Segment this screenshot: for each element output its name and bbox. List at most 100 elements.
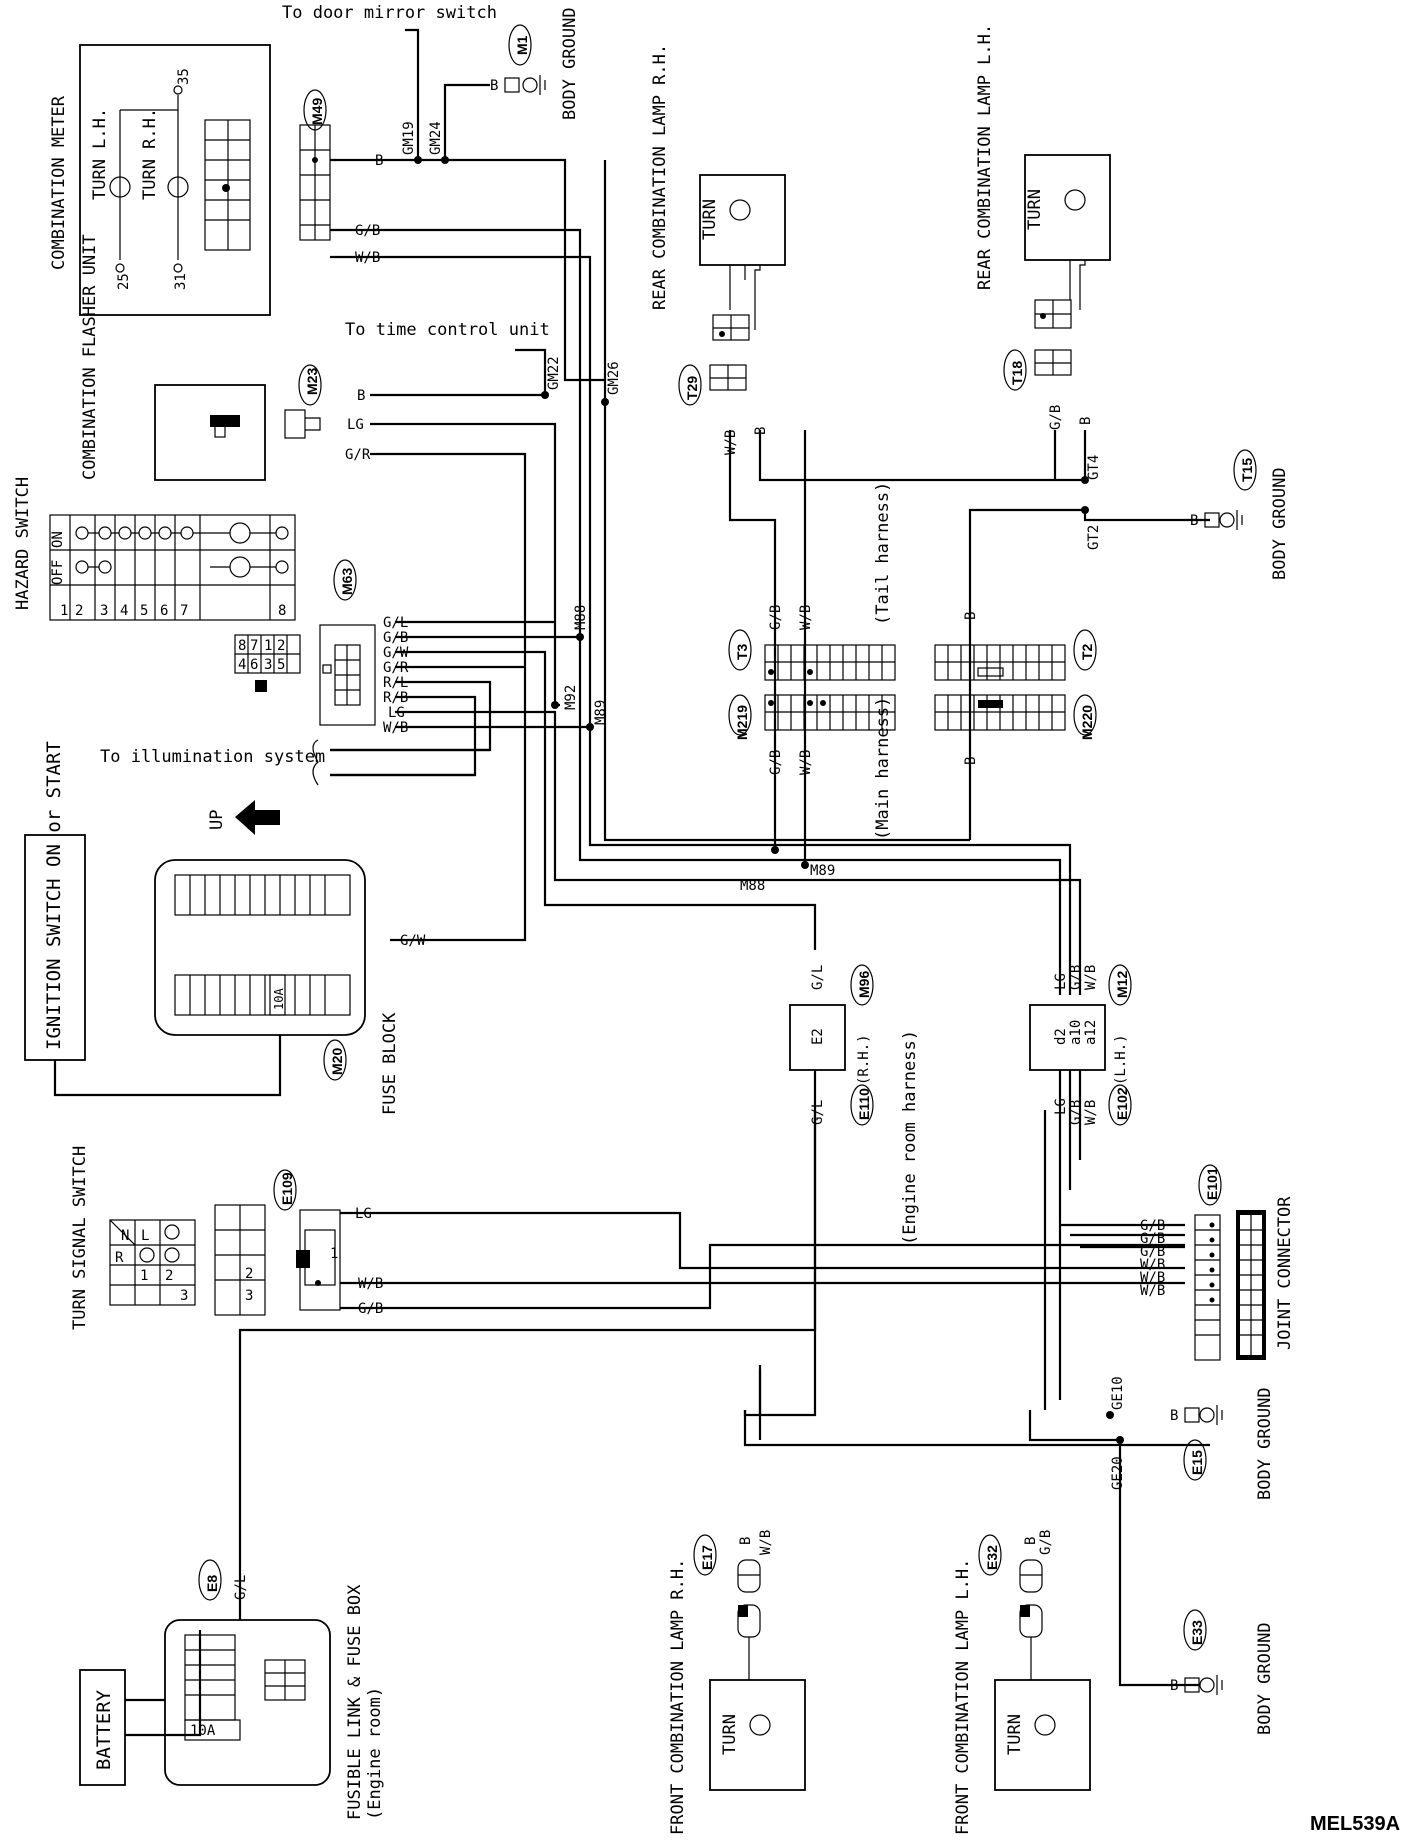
svg-text:G/B: G/B — [1140, 1218, 1165, 1234]
svg-text:T29: T29 — [684, 376, 700, 400]
svg-text:M63: M63 — [339, 568, 355, 595]
svg-text:R: R — [115, 1250, 124, 1266]
svg-text:M23: M23 — [304, 368, 320, 395]
svg-text:M220: M220 — [1079, 705, 1095, 740]
svg-text:G/B: G/B — [768, 605, 784, 630]
svg-text:7: 7 — [250, 638, 258, 654]
svg-text:B: B — [738, 1537, 754, 1545]
svg-text:G/R: G/R — [383, 660, 409, 676]
svg-text:(Tail harness): (Tail harness) — [873, 482, 893, 625]
svg-text:N: N — [121, 1228, 129, 1244]
svg-text:JOINT CONNECTOR: JOINT CONNECTOR — [1275, 1196, 1295, 1350]
svg-text:B: B — [963, 757, 979, 765]
svg-text:FRONT COMBINATION LAMP R.H.: FRONT COMBINATION LAMP R.H. — [668, 1559, 688, 1835]
svg-text:7: 7 — [180, 603, 188, 619]
svg-text:G/B: G/B — [358, 1301, 383, 1317]
svg-text:COMBINATION METER: COMBINATION METER — [49, 95, 69, 270]
svg-text:GT4: GT4 — [1086, 455, 1102, 480]
svg-text:BODY GROUND: BODY GROUND — [1270, 467, 1290, 580]
svg-text:G/B: G/B — [1048, 405, 1064, 430]
svg-text:3: 3 — [100, 603, 108, 619]
svg-text:6: 6 — [160, 603, 168, 619]
svg-text:3: 3 — [245, 1288, 253, 1304]
svg-text:BODY GROUND: BODY GROUND — [560, 7, 580, 120]
svg-text:a10: a10 — [1068, 1020, 1084, 1045]
engine-room-harness-note: (Engine room harness) — [900, 1030, 920, 1245]
svg-text:1: 1 — [140, 1268, 148, 1284]
fusible-link-fuse-box: E8 G/L 10A FUSIBLE LINK & FUSE BOX (Engi… — [164, 1559, 385, 1820]
rear-combination-lamp-rh: TURN REAR COMBINATION LAMP R.H. T29 W/B … — [650, 44, 786, 455]
svg-text:G/L: G/L — [233, 1575, 249, 1600]
svg-text:E33: E33 — [1189, 1620, 1205, 1645]
svg-text:TURN SIGNAL SWITCH: TURN SIGNAL SWITCH — [70, 1146, 90, 1330]
svg-text:GM22: GM22 — [546, 356, 562, 390]
svg-text:T2: T2 — [1079, 643, 1095, 660]
svg-text:B: B — [1170, 1408, 1178, 1424]
junction-dots — [174, 106, 1124, 1444]
svg-text:10A: 10A — [272, 988, 286, 1010]
fuse-block: 10A M20 FUSE BLOCK G/W — [154, 859, 426, 1115]
svg-text:FUSIBLE LINK & FUSE BOX: FUSIBLE LINK & FUSE BOX — [345, 1584, 365, 1820]
connector-m63: M63 G/L G/B G/W G/R R/L R/B LG W/B M88 M… — [319, 559, 609, 736]
svg-text:8: 8 — [278, 603, 286, 619]
svg-text:T3: T3 — [734, 643, 750, 660]
svg-text:IGNITION SWITCH ON or START: IGNITION SWITCH ON or START — [43, 741, 65, 1050]
ground-m1: M1 BODY GROUND B — [490, 7, 580, 120]
svg-text:TURN: TURN — [1005, 1714, 1025, 1755]
svg-text:W/B: W/B — [798, 605, 814, 630]
svg-text:M219: M219 — [734, 705, 750, 740]
svg-text:E101: E101 — [1204, 1167, 1220, 1200]
combination-flasher-unit: COMBINATION FLASHER UNIT M23 B LG G/R — [80, 234, 371, 481]
svg-text:GM19: GM19 — [401, 121, 417, 155]
svg-text:G/R: G/R — [345, 447, 371, 463]
svg-text:R/L: R/L — [383, 675, 408, 691]
svg-text:GM24: GM24 — [428, 121, 444, 155]
svg-text:a12: a12 — [1083, 1020, 1099, 1045]
svg-text:G/L: G/L — [383, 615, 408, 631]
svg-text:6: 6 — [250, 657, 258, 673]
svg-text:d2: d2 — [1053, 1028, 1069, 1045]
svg-text:G/W: G/W — [383, 645, 409, 661]
svg-text:10A: 10A — [190, 1723, 216, 1739]
svg-text:M88: M88 — [573, 605, 589, 630]
svg-text:3: 3 — [264, 657, 272, 673]
svg-text:M88: M88 — [740, 878, 765, 894]
svg-text:LG: LG — [355, 1206, 372, 1222]
to-time-control-note: To time control unit — [345, 320, 550, 340]
ground-t15: B T15 BODY GROUND — [1190, 449, 1290, 580]
svg-text:R/B: R/B — [383, 690, 408, 706]
svg-text:W/B: W/B — [798, 750, 814, 775]
front-combination-lamp-rh: B W/B E17 TURN FRONT COMBINATION LAMP R.… — [668, 1530, 806, 1835]
svg-text:B: B — [1170, 1678, 1178, 1694]
svg-text:E109: E109 — [279, 1172, 295, 1205]
svg-text:E8: E8 — [204, 1575, 220, 1592]
svg-text:HAZARD SWITCH: HAZARD SWITCH — [13, 477, 33, 610]
svg-text:W/B: W/B — [1083, 965, 1099, 990]
svg-text:3: 3 — [180, 1288, 188, 1304]
svg-text:TURN: TURN — [720, 1714, 740, 1755]
svg-text:E2: E2 — [810, 1028, 826, 1045]
svg-text:35: 35 — [176, 68, 192, 85]
ignition-switch: IGNITION SWITCH ON or START — [24, 741, 86, 1061]
combination-meter: COMBINATION METER TURN L.H. TURN R.H. 25… — [49, 44, 271, 316]
ground-e15: GE10 GE20 B E15 BODY GROUND — [1110, 1376, 1275, 1500]
svg-text:L: L — [141, 1228, 149, 1244]
svg-text:GM26: GM26 — [606, 361, 622, 395]
svg-text:G/B: G/B — [1038, 1530, 1054, 1555]
svg-text:B: B — [1190, 513, 1198, 529]
svg-text:T18: T18 — [1009, 361, 1025, 385]
svg-text:TURN L.H.: TURN L.H. — [90, 108, 110, 200]
rear-combination-lamp-lh: TURN REAR COMBINATION LAMP L.H. T18 G/B … — [975, 24, 1111, 550]
svg-text:LG: LG — [1053, 973, 1069, 990]
svg-text:T15: T15 — [1239, 458, 1255, 482]
svg-text:OFF: OFF — [50, 560, 66, 585]
svg-text:(R.H.): (R.H.) — [856, 1034, 872, 1085]
svg-text:W/B: W/B — [1140, 1257, 1165, 1273]
svg-text:M12: M12 — [1114, 971, 1130, 998]
svg-text:G/L: G/L — [810, 1100, 826, 1125]
svg-text:TURN: TURN — [700, 199, 720, 240]
svg-text:G/B: G/B — [1140, 1244, 1165, 1260]
svg-text:25: 25 — [116, 273, 132, 290]
illumination-bracket — [312, 739, 319, 786]
